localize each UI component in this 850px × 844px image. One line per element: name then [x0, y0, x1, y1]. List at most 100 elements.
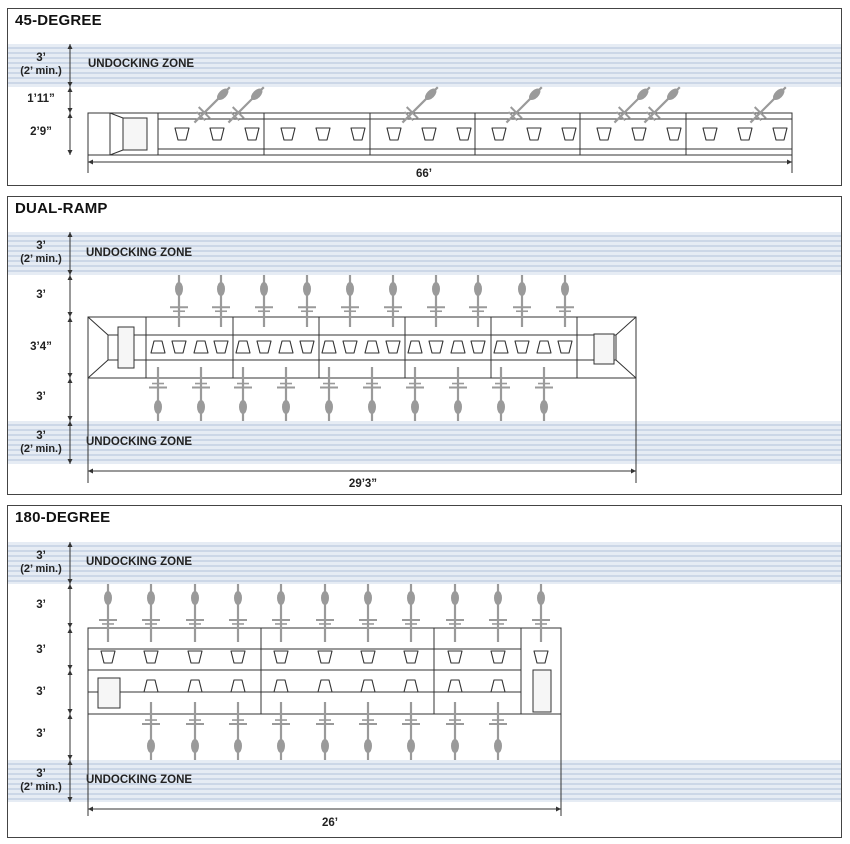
dimension-arrow	[67, 270, 73, 275]
scooter-handlebar	[195, 111, 206, 122]
dock-slot-icon	[315, 127, 331, 141]
dock-diagram-dual-ramp	[67, 232, 637, 483]
scooter-handlebar	[405, 106, 419, 120]
scooter-icon	[492, 367, 510, 421]
dock-slot-icon	[737, 127, 753, 141]
clearance-dimension: 1’11”	[27, 93, 55, 105]
end-bevel	[109, 149, 124, 156]
dock-slot-icon	[193, 340, 209, 354]
dock-slot-icon	[174, 127, 190, 141]
dock-slot-icon	[235, 340, 251, 354]
dimension-arrow	[67, 714, 73, 719]
panel-title: 180-DEGREE	[15, 509, 111, 526]
panel-45-degree: 45-DEGREE UNDOCKING ZONE 3’ (2’ min.) 1’…	[7, 8, 842, 186]
scooter-wheel	[325, 400, 333, 414]
undocking-zone-top: UNDOCKING ZONE	[8, 232, 841, 275]
zone-dimension-min: (2’ min.)	[20, 253, 62, 265]
scooter-wheel	[364, 591, 372, 605]
panel-dual-ramp: DUAL-RAMP UNDOCKING ZONE UNDOCKING ZONE …	[7, 196, 842, 495]
scooter-icon	[749, 86, 787, 124]
scooter-wheel	[277, 739, 285, 753]
kiosk-left	[97, 677, 121, 709]
dimension-arrow	[67, 87, 73, 92]
end-bevel	[109, 112, 124, 119]
scooter-icon	[401, 86, 439, 124]
zone-dimension-value: 3’	[36, 550, 46, 562]
dock-slot-icon	[143, 650, 159, 664]
scooter-wheel	[529, 88, 541, 100]
scooter-wheel	[773, 88, 785, 100]
dock-slot-icon	[299, 340, 315, 354]
scooter-icon	[513, 275, 531, 327]
dimension-arrow	[67, 82, 73, 87]
undocking-zone-label: UNDOCKING ZONE	[86, 556, 193, 568]
scooter-icon	[427, 275, 445, 327]
dimension-arrow	[88, 806, 93, 812]
dock-slot-icon	[209, 127, 225, 141]
zone-dimension-bottom: 3’ (2’ min.)	[12, 768, 70, 794]
dock-slot-icon	[557, 340, 573, 354]
total-length-dimension: 29’3”	[348, 478, 378, 490]
dimension-arrow	[67, 579, 73, 584]
dimension-arrow	[67, 317, 73, 322]
undocking-zone-label: UNDOCKING ZONE	[86, 774, 193, 786]
zone-dimension-value: 3’	[36, 768, 46, 780]
panel-title: DUAL-RAMP	[15, 200, 108, 217]
scooter-handlebar	[197, 106, 211, 120]
undocking-zone: UNDOCKING ZONE	[8, 44, 841, 87]
scooter-wheel	[154, 400, 162, 414]
scooter-icon	[272, 702, 290, 760]
scooter-icon	[298, 275, 316, 327]
clearance-dimension-bottom: 3’	[36, 728, 46, 740]
dock-slot-icon	[273, 650, 289, 664]
dimension-arrow	[67, 113, 73, 118]
scooter-handlebar	[615, 111, 626, 122]
dimension-arrow	[67, 459, 73, 464]
scooter-wheel	[217, 88, 229, 100]
kiosk-right	[593, 333, 615, 365]
dock-slot-icon	[350, 127, 366, 141]
total-length-dimension: 66’	[416, 168, 432, 180]
dock-body	[87, 627, 562, 715]
dock-slot-icon	[526, 127, 542, 141]
dimension-arrow	[67, 150, 73, 155]
dimension-arrow	[67, 797, 73, 802]
dimension-arrow	[67, 665, 73, 670]
dimension-arrow	[67, 416, 73, 421]
scooter-wheel	[407, 739, 415, 753]
dock-slot-icon	[561, 127, 577, 141]
scooter-wheel	[147, 739, 155, 753]
dimension-arrow	[67, 628, 73, 633]
zone-dimension-value: 3’	[36, 430, 46, 442]
dock-end-cap	[87, 112, 111, 156]
undocking-zone-label: UNDOCKING ZONE	[86, 247, 193, 259]
scooter-icon	[446, 584, 464, 642]
ramp-bevel-left	[87, 316, 109, 379]
zone-dimension-value: 3’	[36, 240, 46, 252]
dock-slot-icon	[143, 679, 159, 693]
scooter-wheel	[282, 400, 290, 414]
scooter-icon	[359, 702, 377, 760]
clearance-dimension-top: 3’	[36, 289, 46, 301]
dimension-arrow	[67, 760, 73, 765]
dock-slot-icon	[342, 340, 358, 354]
scooter-handlebar	[231, 106, 245, 120]
scooter-wheel	[561, 282, 569, 296]
scooter-handlebar	[509, 106, 523, 120]
dock-slot-icon	[490, 679, 506, 693]
undocking-zone-bottom: UNDOCKING ZONE	[8, 421, 841, 464]
undocking-zone-label: UNDOCKING ZONE	[88, 58, 195, 70]
dock-slot-icon	[280, 127, 296, 141]
scooter-icon	[234, 367, 252, 421]
scooter-wheel	[175, 282, 183, 296]
dock-slot-icon	[364, 340, 380, 354]
dimension-arrow	[67, 44, 73, 49]
scooter-icon	[255, 275, 273, 327]
scooter-wheel	[364, 739, 372, 753]
zone-dimension-value: 3’	[36, 52, 46, 64]
scooter-icon	[320, 367, 338, 421]
scooter-icon	[402, 702, 420, 760]
width-dimension: 2’9”	[30, 126, 52, 138]
scooter-wheel	[451, 739, 459, 753]
dimension-arrow	[556, 806, 561, 812]
